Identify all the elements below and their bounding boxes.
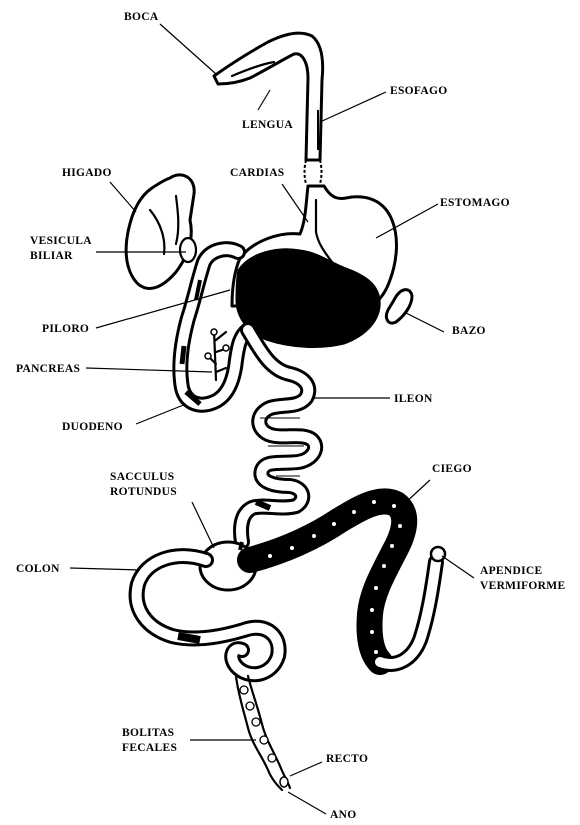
leader-lines bbox=[70, 24, 474, 814]
stomach-drawing bbox=[232, 186, 396, 347]
label-lengua: LENGUA bbox=[242, 119, 293, 131]
label-vesicula: VESICULA bbox=[30, 235, 92, 247]
labels: BOCA LENGUA ESOFAGO HIGADO CARDIAS ESTOM… bbox=[16, 11, 565, 821]
label-recto: RECTO bbox=[326, 753, 368, 765]
spleen-drawing bbox=[386, 290, 412, 323]
leader-boca bbox=[160, 24, 216, 74]
label-colon: COLON bbox=[16, 563, 60, 575]
leader-ciego bbox=[404, 480, 430, 504]
label-higado: HIGADO bbox=[62, 167, 112, 179]
label-bolitas: BOLITAS bbox=[122, 727, 174, 739]
leader-sacculus bbox=[192, 502, 214, 548]
leader-colon bbox=[70, 568, 140, 570]
label-esofago: ESOFAGO bbox=[390, 85, 447, 97]
label-apendice: APENDICE bbox=[480, 565, 542, 577]
label-rotundus: ROTUNDUS bbox=[110, 486, 177, 498]
label-cardias: CARDIAS bbox=[230, 167, 285, 179]
label-ileon: ILEON bbox=[394, 393, 433, 405]
label-boca: BOCA bbox=[124, 11, 159, 23]
rectum-drawing bbox=[236, 676, 290, 790]
leader-higado bbox=[110, 182, 136, 212]
gall-bladder-drawing bbox=[180, 238, 196, 262]
label-pancreas: PANCREAS bbox=[16, 363, 80, 375]
leader-duodeno bbox=[136, 404, 186, 424]
label-ano: ANO bbox=[330, 809, 356, 821]
leader-recto bbox=[290, 762, 322, 776]
ileum-drawing bbox=[241, 330, 315, 542]
label-ciego: CIEGO bbox=[432, 463, 472, 475]
label-vermiforme: VERMIFORME bbox=[480, 580, 565, 592]
label-fecales: FECALES bbox=[122, 742, 177, 754]
leader-bazo bbox=[404, 312, 444, 332]
liver-drawing bbox=[126, 175, 194, 289]
leader-esofago bbox=[320, 92, 386, 122]
leader-apendice bbox=[442, 556, 474, 578]
leader-pancreas bbox=[86, 368, 212, 372]
label-sacculus: SACCULUS bbox=[110, 471, 174, 483]
label-piloro: PILORO bbox=[42, 323, 89, 335]
leader-cardias bbox=[282, 184, 308, 222]
label-bazo: BAZO bbox=[452, 325, 486, 337]
organs bbox=[126, 33, 445, 790]
label-biliar: BILIAR bbox=[30, 250, 73, 262]
leader-lengua bbox=[258, 90, 270, 110]
leader-ano bbox=[288, 792, 326, 814]
mouth-esophagus-drawing bbox=[214, 33, 323, 184]
label-duodeno: DUODENO bbox=[62, 421, 123, 433]
leader-piloro bbox=[96, 290, 230, 328]
label-estomago: ESTOMAGO bbox=[440, 197, 510, 209]
